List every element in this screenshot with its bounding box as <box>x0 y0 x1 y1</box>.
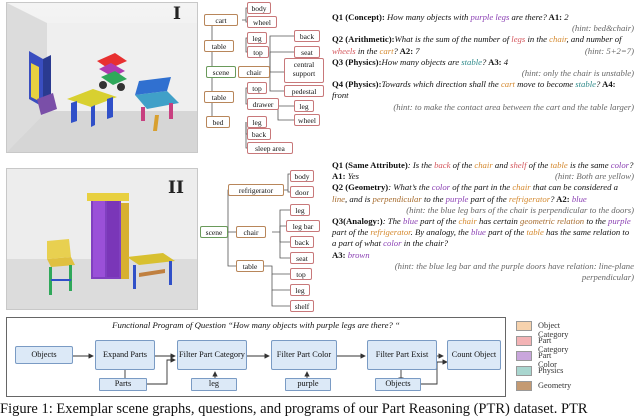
node-central-support: central support <box>284 58 324 83</box>
prog-expand-parts: Expand Parts <box>95 340 155 370</box>
node-bed-leg: leg <box>247 116 267 128</box>
node-chair-back-2: back <box>290 236 314 248</box>
panel-number-2: II <box>168 178 184 198</box>
node-table-2: table <box>236 260 264 272</box>
node-fridge-body: body <box>290 170 314 182</box>
node-sleep-area: sleep area <box>247 142 293 154</box>
q1-concept: Q1 (Concept): How many objects with purp… <box>332 12 634 34</box>
figure-caption: Figure 1: Exemplar scene graphs, questio… <box>0 401 588 417</box>
prog-objects: Objects <box>15 346 73 364</box>
node-chair-seat: seat <box>294 46 320 58</box>
node-chair-2: chair <box>236 226 266 238</box>
node-wheel: wheel <box>247 16 277 28</box>
node-table-leg-2: leg <box>290 284 310 296</box>
node-table-top-2: top <box>290 268 312 280</box>
q2-arithmetic: Q2 (Arithmetic):What is the sum of the n… <box>332 34 634 56</box>
prog-filter-part-exist: Filter Part Exist <box>367 340 437 370</box>
node-chair-back: back <box>294 30 320 42</box>
prog-filter-part-color: Filter Part Color <box>271 340 337 370</box>
node-shelf: shelf <box>290 300 314 312</box>
node-leg-bar: leg bar <box>286 220 320 232</box>
node-scene: scene <box>206 66 236 78</box>
program-title: Functional Program of Question “How many… <box>112 320 400 330</box>
node-bed-back: back <box>247 128 271 140</box>
node-pedestal-leg: leg <box>294 100 314 112</box>
functional-program: Functional Program of Question “How many… <box>6 317 506 397</box>
node-cart: cart <box>204 14 238 26</box>
scene-render-1 <box>7 3 197 152</box>
node-pedestal: pedestal <box>284 85 324 97</box>
node-chair-wheel: wheel <box>294 114 320 126</box>
qa-block-2: Q1 (Same Attribute): Is the back of the … <box>332 160 634 283</box>
node-bed: bed <box>206 116 230 128</box>
node-drawer: drawer <box>247 98 279 110</box>
node-chair-seat-2: seat <box>290 252 314 264</box>
q1-same-attribute: Q1 (Same Attribute): Is the back of the … <box>332 160 634 182</box>
node-refrigerator: refrigerator <box>228 184 284 196</box>
qa-block-1: Q1 (Concept): How many objects with purp… <box>332 12 634 113</box>
node-scene-2: scene <box>200 226 228 238</box>
q4-physics: Q4 (Physics):Towards which direction sha… <box>332 79 634 112</box>
program-arrows <box>73 353 448 387</box>
arg-objects: Objects <box>375 378 421 391</box>
node-table-top: top <box>247 46 269 58</box>
node-drawer-table: table <box>204 91 234 103</box>
prog-filter-part-category: Filter Part Category <box>177 340 247 370</box>
scene-image-1 <box>6 2 198 153</box>
node-body: body <box>247 2 271 14</box>
arg-leg: leg <box>191 378 237 391</box>
node-drawer-top: top <box>247 82 267 94</box>
node-table-leg: leg <box>247 32 267 44</box>
color-legend: Object Category Part Category Part Color… <box>512 317 634 397</box>
scene-render-2 <box>7 169 197 309</box>
arg-purple: purple <box>285 378 331 391</box>
scene-image-2 <box>6 168 198 310</box>
q3-physics: Q3 (Physics):How many objects are stable… <box>332 56 634 79</box>
scene-graph-2-edges <box>224 173 292 307</box>
prog-count-object: Count Object <box>447 340 501 370</box>
node-fridge-door: door <box>290 186 314 198</box>
node-chair: chair <box>238 66 270 78</box>
panel-number-1: I <box>173 4 181 24</box>
node-chair-leg: leg <box>290 204 310 216</box>
q3-analogy: Q3(Analogy:): The blue part of the chair… <box>332 216 634 283</box>
q2-geometry: Q2 (Geometry): What’s the color of the p… <box>332 182 634 215</box>
node-table: table <box>204 40 234 52</box>
arg-parts: Parts <box>99 378 147 391</box>
